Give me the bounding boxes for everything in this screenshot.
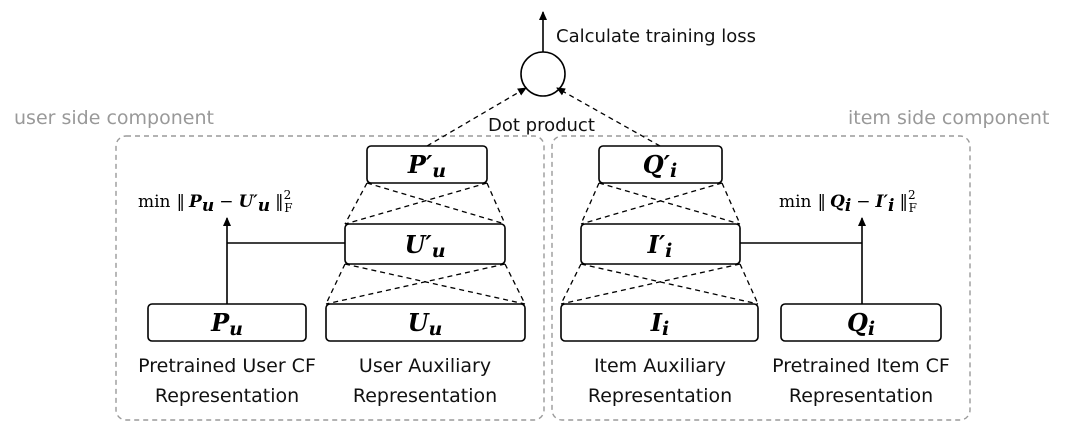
item-pretrained-caption-line2: Representation — [789, 385, 933, 407]
svg-text:Uu: Uu — [408, 308, 443, 340]
user-side-component-label: user side component — [14, 107, 214, 129]
svg-text:Q′i: Q′i — [643, 150, 677, 182]
arrow-q-prime-to-dot — [556, 87, 661, 147]
user-pretrained-caption-line2: Representation — [155, 385, 299, 407]
item-tower-connections — [560, 182, 759, 305]
item-auxiliary-caption-line2: Representation — [588, 385, 732, 407]
svg-text:P′u: P′u — [407, 150, 446, 182]
box-p-u: Pu — [147, 303, 307, 342]
user-auxiliary-caption-line1: User Auxiliary — [359, 355, 491, 377]
svg-text:Qi: Qi — [847, 308, 875, 340]
item-pretrained-caption-line1: Pretrained Item CF — [772, 355, 950, 377]
user-tower-connections — [325, 182, 526, 305]
svg-text:I′i: I′i — [647, 230, 673, 262]
item-auxiliary-caption-line1: Item Auxiliary — [594, 355, 726, 377]
arrow-p-prime-to-dot — [426, 87, 527, 147]
item-side-component — [551, 135, 971, 421]
loss-label: Calculate training loss — [556, 26, 756, 47]
dot-product-node — [520, 51, 566, 97]
box-q-i: Qi — [780, 303, 942, 342]
user-pretrained-caption-line1: Pretrained User CF — [138, 355, 316, 377]
box-q-prime-i: Q′i — [598, 145, 723, 184]
box-i-prime-i: I′i — [580, 223, 741, 265]
svg-text:U′u: U′u — [404, 230, 445, 262]
item-side-component-label: item side component — [848, 107, 1049, 129]
user-auxiliary-caption-line2: Representation — [353, 385, 497, 407]
box-p-prime-u: P′u — [366, 145, 488, 184]
dot-product-label: Dot product — [488, 115, 595, 136]
box-u-u: Uu — [325, 303, 526, 342]
svg-text:Pu: Pu — [210, 308, 243, 340]
box-u-prime-u: U′u — [344, 223, 506, 265]
box-i-i: Ii — [560, 303, 759, 342]
svg-text:Ii: Ii — [650, 308, 669, 340]
